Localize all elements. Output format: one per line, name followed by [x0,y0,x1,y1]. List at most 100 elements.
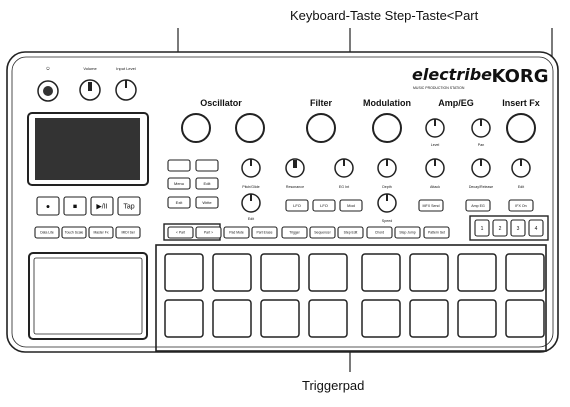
trigger-pad-12[interactable] [308,299,348,338]
left-row-button-2[interactable] [88,226,114,239]
trigger-pad-6[interactable] [409,253,449,292]
section-label-modulation: Modulation [363,98,411,108]
triggerpad-frame [155,244,547,352]
left-row-button-3[interactable] [115,226,141,239]
trigger-pad-5[interactable] [361,253,401,292]
left-row-button-1-label: Touch Scale [65,231,84,235]
knob-label-0: Pitch/Glide [242,185,259,189]
callout-triggerpad-label: Triggerpad [302,378,365,393]
filter-knob[interactable] [306,113,336,143]
trigger-pad-2[interactable] [212,253,252,292]
step-key-1[interactable] [474,219,490,237]
left-small-button-4[interactable] [167,196,191,209]
left-small-button-1[interactable] [195,159,219,172]
transport-button-3[interactable] [117,196,141,216]
mid-button-1[interactable] [312,199,336,212]
mid-button-2[interactable] [339,199,363,212]
left-row-button-0[interactable] [34,226,60,239]
left-small-button-5[interactable] [195,196,219,209]
step-key-4-label: 4 [535,226,538,232]
left-row-button-0-label: Data Lite [40,231,54,235]
transport-button-0[interactable] [36,196,60,216]
bottom-row-button-7[interactable] [366,226,393,239]
mid-button-0[interactable] [285,199,309,212]
left-small-button-0[interactable] [167,159,191,172]
bottom-row-button-7-label: Chord [375,231,384,235]
knob-label-3: Depth [382,185,392,189]
jack-label-0: ⏻ [46,66,50,71]
modulation-knob[interactable] [372,113,402,143]
mid-button-2-label: Mod [347,203,355,208]
bottom-row-button-0[interactable] [167,226,194,239]
step-key-2-label: 2 [499,226,502,232]
step-key-2[interactable] [492,219,508,237]
left-row-button-3-label: MIDI Sel [122,231,135,235]
jack-label-1: Volume [83,66,97,71]
bottom-row-button-8[interactable] [394,226,421,239]
left-small-button-2-label: Menu [174,181,184,186]
knob-label-6: Edit [518,185,524,189]
trigger-pad-9[interactable] [164,299,204,338]
trigger-pad-11[interactable] [260,299,300,338]
insert-fx-knob[interactable] [506,113,536,143]
right-button-2[interactable] [508,199,534,212]
trigger-pad-10[interactable] [212,299,252,338]
bottom-row-button-1[interactable] [195,226,222,239]
step-key-3[interactable] [510,219,526,237]
lfo-knob-label: Edit [248,217,254,221]
transport-button-0-label: ● [46,203,50,210]
transport-button-1[interactable] [63,196,87,216]
bottom-row-button-3[interactable] [251,226,278,239]
bottom-row-button-4[interactable] [281,226,308,239]
section-label-amp-eg: Amp/EG [438,98,474,108]
left-small-button-4-label: Exit [176,200,184,205]
bottom-row-button-3-label: Part Erase [256,231,272,235]
section-knobs [181,113,536,143]
trigger-pad-4[interactable] [308,253,348,292]
display-screen [35,118,140,180]
right-button-1-label: Amp EG [471,204,485,208]
volume-knob-indicator [88,82,92,91]
step-keys-highlight [469,215,549,241]
section-label-insert-fx: Insert Fx [502,98,540,108]
bottom-row-button-9[interactable] [423,226,450,239]
bottom-row-button-2[interactable] [223,226,250,239]
step-key-1-label: 1 [481,226,484,232]
device-body-inner [11,56,554,348]
power-jack-center [43,86,53,96]
bottom-row-button-5[interactable] [309,226,336,239]
step-key-4[interactable] [528,219,544,237]
trigger-pad-7[interactable] [457,253,497,292]
speed-knob-label: Speed [382,219,392,223]
right-button-2-label: IFX On [515,204,526,208]
right-button-1[interactable] [465,199,491,212]
trigger-pad-15[interactable] [457,299,497,338]
oscillator-knob-b[interactable] [235,113,265,143]
left-row-button-1[interactable] [61,226,87,239]
trigger-pads [164,253,545,338]
trigger-pad-8[interactable] [505,253,545,292]
knob-label-5: Decay/Release [469,185,493,189]
left-small-button-3[interactable] [195,177,219,190]
level-knob-label: Level [431,143,440,147]
knob-label-4: Attack [430,185,440,189]
transport-button-3-label: Tap [123,203,134,210]
right-button-0[interactable] [418,199,444,212]
touch-pad[interactable] [28,252,148,340]
trigger-pad-14[interactable] [409,299,449,338]
transport-button-1-label: ■ [73,203,77,210]
jack-label-2: Input Level [116,66,136,71]
resonance-knob-indicator [293,160,297,168]
transport-button-2[interactable] [90,196,114,216]
mid-button-0-label: LFO [293,203,301,208]
trigger-pad-3[interactable] [260,253,300,292]
oscillator-knob-a[interactable] [181,113,211,143]
bottom-row-button-6-label: Step Edit [344,231,358,235]
left-small-button-2[interactable] [167,177,191,190]
callout-top-label: Keyboard-Taste Step-Taste<Part [290,8,479,23]
trigger-pad-1[interactable] [164,253,204,292]
trigger-pad-16[interactable] [505,299,545,338]
bottom-row-button-6[interactable] [337,226,364,239]
trigger-pad-13[interactable] [361,299,401,338]
